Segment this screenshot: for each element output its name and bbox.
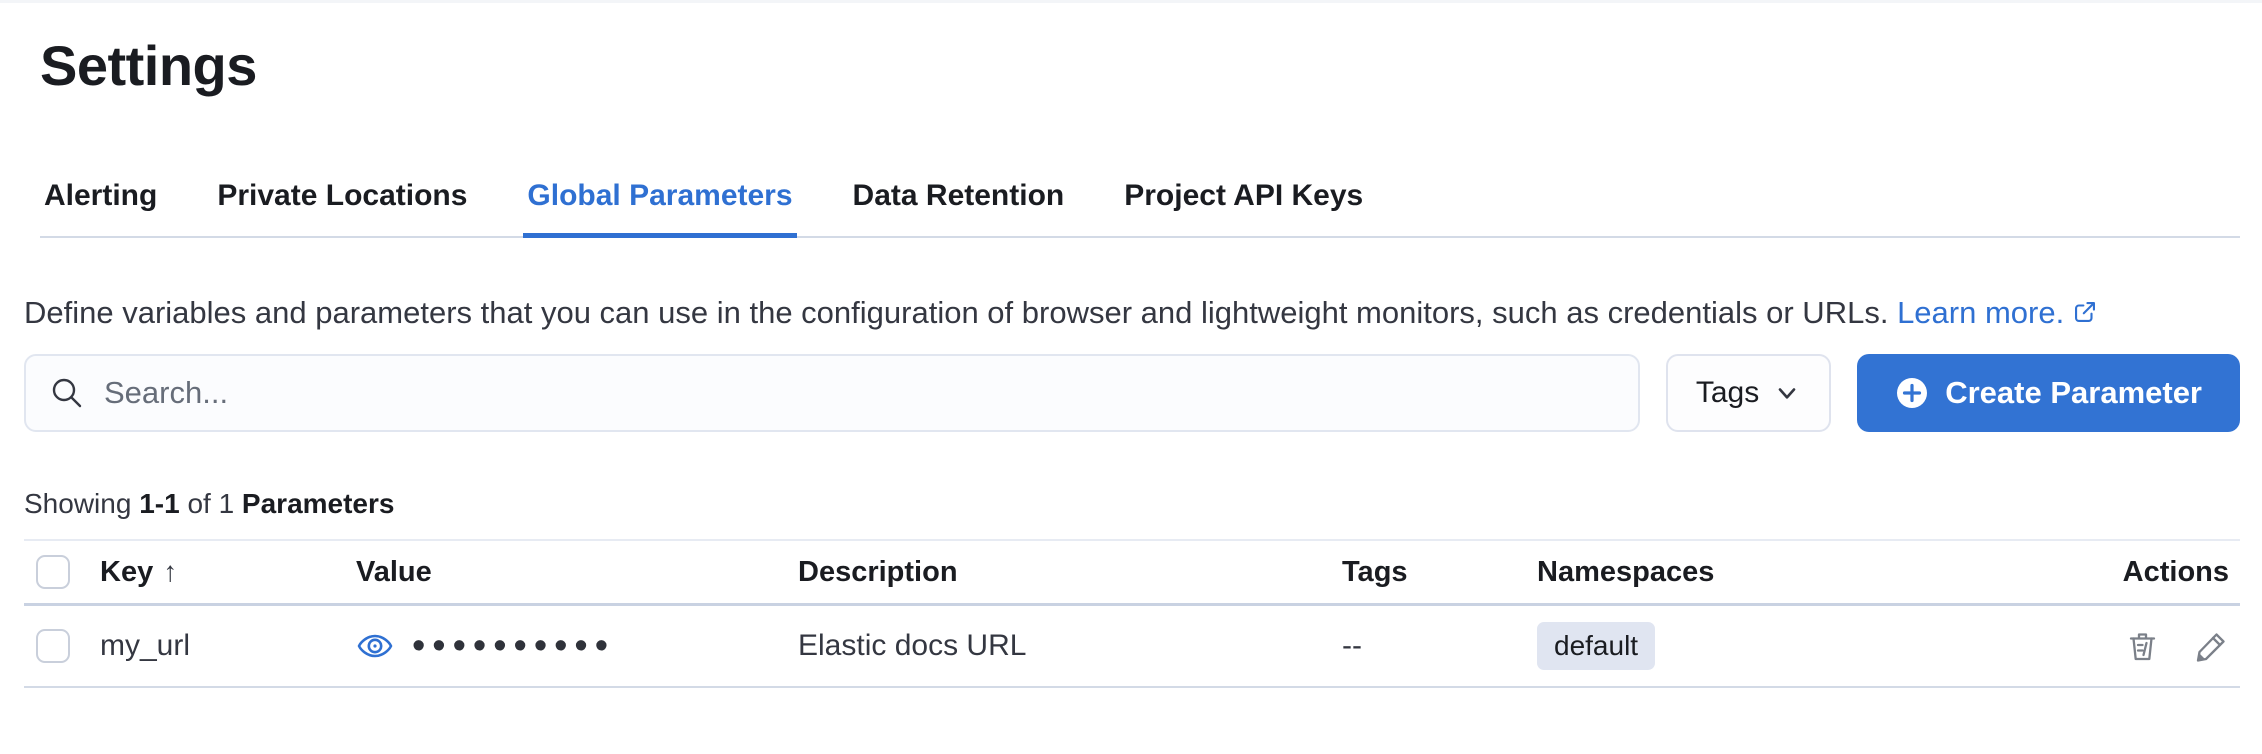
results-range: 1-1 — [139, 488, 180, 519]
eye-reveal-icon[interactable] — [356, 627, 394, 665]
row-description-cell: Elastic docs URL — [786, 629, 1330, 663]
tags-filter-button[interactable]: Tags — [1665, 354, 1832, 432]
tab-project-api-keys[interactable]: Project API Keys — [1124, 179, 1364, 212]
select-all-checkbox[interactable] — [36, 555, 70, 589]
row-value-cell: •••••••••• — [344, 627, 786, 665]
results-summary: Showing 1-1 of 1 Parameters — [24, 488, 395, 519]
namespace-badge: default — [1537, 622, 1656, 670]
window-top-edge — [0, 0, 2262, 3]
delete-trash-icon[interactable] — [2125, 629, 2160, 664]
global-parameters-panel: Define variables and parameters that you… — [0, 288, 2262, 688]
row-key-cell: my_url — [88, 629, 344, 663]
header-value: Value — [356, 555, 432, 588]
external-link-icon — [2075, 302, 2096, 322]
settings-tabs: Alerting Private Locations Global Parame… — [40, 178, 2240, 238]
plus-in-circle-icon — [1897, 378, 1928, 408]
chevron-down-icon — [1778, 388, 1796, 399]
header-namespaces: Namespaces — [1537, 555, 1715, 588]
row-actions — [2125, 629, 2229, 664]
page-description: Define variables and parameters that you… — [24, 288, 2224, 338]
tab-private-locations[interactable]: Private Locations — [217, 179, 468, 212]
row-checkbox[interactable] — [36, 629, 70, 663]
description-text: Define variables and parameters that you… — [24, 295, 1889, 330]
edit-pencil-icon[interactable] — [2194, 629, 2229, 664]
header-tags: Tags — [1342, 555, 1408, 588]
sort-ascending-icon: ↑ — [163, 556, 178, 587]
parameter-key: my_url — [100, 629, 191, 662]
table-header-row: Key ↑ Value Description Tags Namespaces … — [24, 539, 2240, 606]
parameters-table: Key ↑ Value Description Tags Namespaces … — [24, 539, 2240, 688]
row-actions-cell — [2045, 629, 2240, 664]
row-namespaces-cell: default — [1525, 622, 2045, 670]
page-title: Settings — [40, 34, 257, 97]
masked-value: •••••••••• — [412, 625, 616, 667]
parameter-tags: -- — [1342, 629, 1362, 662]
row-tags-cell: -- — [1330, 629, 1525, 663]
learn-more-link[interactable]: Learn more. — [1897, 295, 2098, 330]
parameters-toolbar: Tags Create Parameter — [24, 354, 2240, 432]
header-description: Description — [798, 555, 958, 588]
tags-filter-label: Tags — [1695, 376, 1760, 409]
tab-data-retention[interactable]: Data Retention — [852, 179, 1065, 212]
create-parameter-button[interactable]: Create Parameter — [1857, 354, 2240, 432]
search-icon — [52, 378, 82, 408]
header-select-all — [24, 555, 88, 589]
create-parameter-label: Create Parameter — [1945, 375, 2202, 410]
results-entity: Parameters — [241, 488, 395, 519]
header-actions: Actions — [2122, 555, 2229, 588]
parameter-description: Elastic docs URL — [798, 629, 1027, 662]
search-input[interactable] — [104, 375, 1614, 411]
table-row: my_url •••••••••• Elastic docs URL -- de… — [24, 606, 2240, 688]
tab-global-parameters[interactable]: Global Parameters — [523, 178, 797, 238]
search-box[interactable] — [24, 354, 1640, 432]
row-select-cell — [24, 629, 88, 663]
settings-header: Settings Alerting Private Locations Glob… — [0, 34, 2262, 238]
header-key[interactable]: Key ↑ — [100, 555, 178, 588]
tab-alerting[interactable]: Alerting — [44, 179, 158, 212]
